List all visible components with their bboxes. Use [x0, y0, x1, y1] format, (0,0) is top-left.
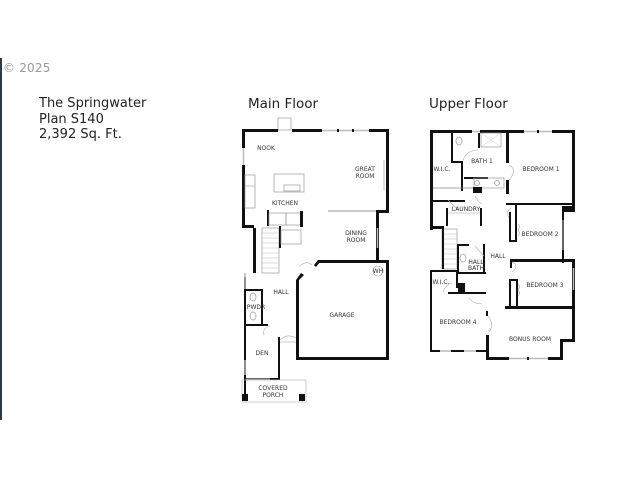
- room-label-hall-bath-1: HALL: [468, 259, 484, 266]
- room-label-bath1: BATH 1: [471, 158, 493, 165]
- room-label-dining-1: DINING: [345, 230, 367, 237]
- upper-floor-title: Upper Floor: [429, 96, 508, 112]
- room-label-pwdr: PWDR: [247, 304, 265, 311]
- room-label-bonus: BONUS ROOM: [509, 336, 551, 343]
- room-label-hall: HALL: [490, 253, 506, 260]
- room-label-kitchen: KITCHEN: [272, 200, 298, 207]
- room-label-great-2: ROOM: [356, 173, 375, 180]
- room-label-porch-2: PORCH: [263, 392, 284, 399]
- room-label-dining-2: ROOM: [347, 237, 366, 244]
- main-floor-title: Main Floor: [248, 96, 319, 112]
- plan-name: The Springwater: [39, 96, 147, 111]
- room-label-garage: GARAGE: [329, 312, 354, 319]
- room-label-bedroom1: BEDROOM 1: [522, 166, 559, 173]
- room-label-den: DEN: [256, 350, 269, 357]
- plan-number: Plan S140: [39, 111, 104, 127]
- plan-info: The Springwater Plan S140 2,392 Sq. Ft.: [39, 96, 146, 143]
- room-label-laundry: LAUNDRY: [452, 206, 481, 213]
- room-label-hall-bath-2: BATH: [468, 265, 484, 272]
- room-label-hall: HALL: [273, 289, 289, 296]
- room-label-bedroom3: BEDROOM 3: [526, 282, 563, 289]
- room-label-wh: WH: [373, 268, 383, 275]
- room-label-nook: NOOK: [257, 145, 276, 152]
- room-label-porch-1: COVERED: [258, 385, 288, 392]
- room-label-wic-1: W.I.C.: [434, 166, 451, 173]
- room-label-bedroom4: BEDROOM 4: [439, 319, 476, 326]
- room-label-great-1: GREAT: [355, 166, 375, 173]
- copyright-text: © 2025: [3, 61, 51, 75]
- room-label-wic-2: W.I.C.: [433, 279, 450, 286]
- room-label-bedroom2: BEDROOM 2: [521, 231, 558, 238]
- left-edge-bar: [0, 58, 2, 420]
- plan-area: 2,392 Sq. Ft.: [39, 127, 122, 142]
